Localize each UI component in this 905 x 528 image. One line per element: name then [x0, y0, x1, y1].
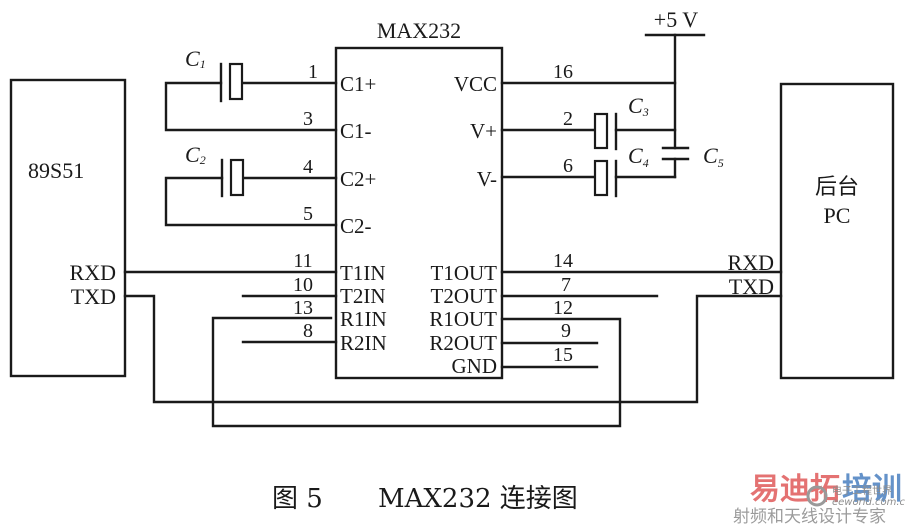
- pin-number-12: 12: [553, 297, 573, 319]
- eeworld-logo-icon: [806, 485, 828, 507]
- pin-number-7: 7: [561, 274, 571, 296]
- c2-letter: C: [185, 142, 200, 167]
- c3-electrolytic-plate: [593, 112, 609, 150]
- c4-letter: C: [628, 143, 643, 168]
- wire-pin5-loop: [164, 176, 338, 227]
- ic-pin-label-c2p: C2+: [340, 167, 376, 191]
- pc-box: [779, 82, 895, 380]
- c5-letter: C: [703, 143, 718, 168]
- c3-label: C3: [628, 93, 649, 119]
- ic-pin-label-r1in: R1IN: [340, 307, 387, 331]
- watermark-brand-red: 易迪拓: [750, 472, 840, 507]
- c1-electrolytic-plate: [228, 62, 244, 101]
- pin-number-2: 2: [563, 108, 573, 130]
- c4-electrolytic-plate: [593, 159, 609, 197]
- ic-pin-label-r2out: R2OUT: [429, 331, 497, 355]
- pin-number-10: 10: [293, 274, 313, 296]
- c1-network: C1 1 3: [164, 46, 338, 132]
- pin-number-8: 8: [303, 320, 313, 342]
- c2-label: C2: [185, 142, 206, 167]
- pin-number-15: 15: [553, 344, 573, 366]
- ic-box: [334, 46, 504, 380]
- pin-number-14: 14: [553, 250, 573, 272]
- c1-index: 1: [200, 57, 206, 71]
- c1-label: C1: [185, 46, 206, 71]
- wire-r1in-r1out-loop: [211, 316, 622, 428]
- pin-number-16: 16: [553, 61, 573, 83]
- watermark-brand-blue: 培训: [842, 472, 902, 507]
- ic-pin-label-vcc: VCC: [454, 72, 497, 96]
- pin-number-3: 3: [303, 108, 313, 130]
- wire-mcu-txd-pc-txd: [123, 294, 783, 404]
- c5-index: 5: [718, 156, 724, 170]
- ic-pin-label-t2in: T2IN: [340, 284, 386, 308]
- mcu-box: [9, 78, 127, 378]
- c2-electrolytic-plate: [229, 158, 245, 197]
- c1-letter: C: [185, 46, 200, 71]
- c3-index: 3: [642, 105, 649, 119]
- c2-network: C2 4 5: [164, 142, 338, 227]
- c4-index: 4: [643, 156, 649, 170]
- power-network: +5 V 16 2 C3 C5 6 C4: [500, 7, 724, 198]
- vcc-label: +5 V: [654, 7, 699, 32]
- ic-pin-label-t2out: T2OUT: [431, 284, 498, 308]
- ic-name: MAX232: [377, 18, 461, 43]
- pin-number-4: 4: [303, 156, 313, 178]
- caption-prefix: 图 5: [272, 484, 323, 514]
- pc-name-line2: PC: [824, 203, 851, 228]
- c5-label: C5: [703, 143, 724, 170]
- ic-pin-label-t1in: T1IN: [340, 261, 386, 285]
- ic-pin-label-gnd: GND: [452, 354, 498, 378]
- ic-pin-label-c2m: C2-: [340, 214, 372, 238]
- mcu-name: 89S51: [28, 158, 84, 183]
- ic-pin-label-c1p: C1+: [340, 72, 376, 96]
- c4-label: C4: [628, 143, 649, 170]
- figure-caption: 图 5 MAX232 连接图: [272, 484, 578, 514]
- watermark-slogan: 射频和天线设计专家: [733, 507, 886, 527]
- ic-max232: MAX232 C1+ C1- C2+ C2- T1IN T2IN R1IN R2…: [334, 18, 504, 380]
- mcu-rxd-label: RXD: [70, 260, 116, 285]
- c3-letter: C: [628, 93, 643, 118]
- ic-pin-label-vminus: V-: [477, 167, 497, 191]
- pin-number-9: 9: [561, 320, 571, 342]
- watermark-site-name: 电子工程世界: [832, 484, 892, 497]
- pin-number-5: 5: [303, 203, 313, 225]
- signal-wiring: 11 10 13 8 14 7 12 9 15: [123, 250, 783, 428]
- watermark-site-url: eeworld.com.cn: [832, 497, 905, 508]
- ic-pin-label-r2in: R2IN: [340, 331, 387, 355]
- mcu-txd-label: TXD: [71, 284, 116, 309]
- pc-name-line1: 后台: [815, 174, 859, 199]
- pin-number-1: 1: [308, 61, 318, 83]
- pin-number-6: 6: [563, 155, 573, 177]
- ic-pin-label-r1out: R1OUT: [429, 307, 497, 331]
- pc-host: 后台 PC RXD TXD: [728, 82, 895, 380]
- ic-pin-label-vplus: V+: [470, 119, 497, 143]
- pin-number-13: 13: [293, 297, 313, 319]
- caption-title: MAX232 连接图: [378, 484, 578, 514]
- pin-number-11: 11: [293, 250, 312, 272]
- c2-index: 2: [200, 153, 206, 167]
- ic-pin-label-t1out: T1OUT: [431, 261, 498, 285]
- wire-pin3-loop: [164, 81, 338, 132]
- watermark: 易迪拓 培训 电子工程世界 eeworld.com.cn 射频和天线设计专家: [733, 472, 905, 527]
- mcu-89s51: 89S51 RXD TXD: [9, 78, 127, 378]
- ic-pin-label-c1m: C1-: [340, 119, 372, 143]
